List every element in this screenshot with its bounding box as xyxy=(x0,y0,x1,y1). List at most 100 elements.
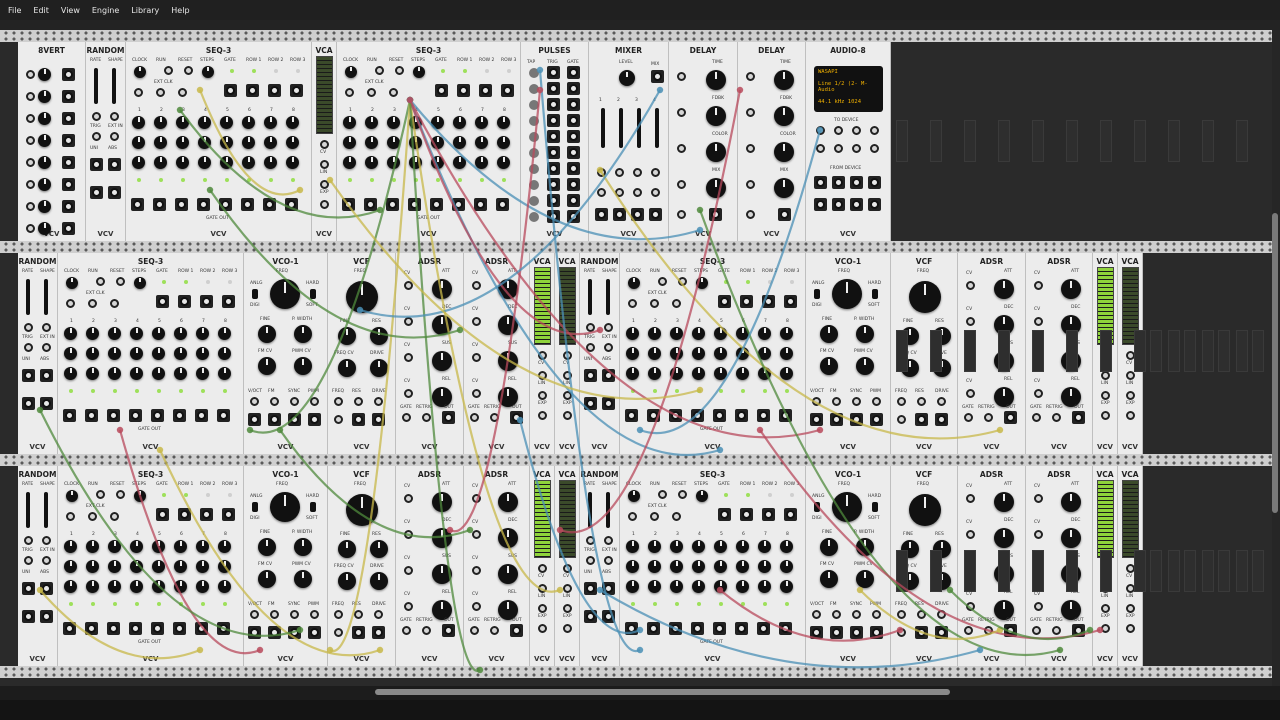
output-jack[interactable] xyxy=(547,162,560,175)
output-jack[interactable] xyxy=(868,198,881,211)
small-knob[interactable] xyxy=(692,560,705,573)
output-jack[interactable] xyxy=(408,198,421,211)
jack-port[interactable] xyxy=(1034,389,1043,398)
jack-port[interactable] xyxy=(472,530,481,539)
small-knob[interactable] xyxy=(648,347,661,360)
jack-port[interactable] xyxy=(816,126,825,135)
jack-port[interactable] xyxy=(597,168,606,177)
small-knob[interactable] xyxy=(220,156,233,169)
output-jack[interactable] xyxy=(510,624,523,637)
output-jack[interactable] xyxy=(200,295,213,308)
small-knob[interactable] xyxy=(994,492,1014,512)
small-knob[interactable] xyxy=(774,106,794,126)
jack-port[interactable] xyxy=(404,566,413,575)
knob[interactable] xyxy=(832,492,862,522)
small-knob[interactable] xyxy=(130,540,143,553)
small-knob[interactable] xyxy=(130,560,143,573)
shape-slider[interactable] xyxy=(44,492,48,528)
jack-port[interactable] xyxy=(964,626,973,635)
small-knob[interactable] xyxy=(86,540,99,553)
small-knob[interactable] xyxy=(648,367,661,380)
small-knob[interactable] xyxy=(64,580,77,593)
jack-port[interactable] xyxy=(633,188,642,197)
jack-port[interactable] xyxy=(658,490,667,499)
output-jack[interactable] xyxy=(584,610,597,623)
small-knob[interactable] xyxy=(714,327,727,340)
small-knob[interactable] xyxy=(338,359,356,377)
jack-port[interactable] xyxy=(404,530,413,539)
output-jack[interactable] xyxy=(625,622,638,635)
output-jack[interactable] xyxy=(173,622,186,635)
mode-switch[interactable] xyxy=(814,502,820,512)
jack-port[interactable] xyxy=(678,277,687,286)
output-jack[interactable] xyxy=(108,158,121,171)
output-jack[interactable] xyxy=(567,130,580,143)
jack-port[interactable] xyxy=(110,512,119,521)
output-jack[interactable] xyxy=(156,295,169,308)
output-jack[interactable] xyxy=(195,409,208,422)
small-knob[interactable] xyxy=(38,68,51,81)
small-knob[interactable] xyxy=(432,564,452,584)
jack-port[interactable] xyxy=(92,132,101,141)
small-knob[interactable] xyxy=(758,327,771,340)
small-knob[interactable] xyxy=(736,347,749,360)
menu-view[interactable]: View xyxy=(60,5,80,15)
jack-port[interactable] xyxy=(586,556,595,565)
jack-port[interactable] xyxy=(88,512,97,521)
small-knob[interactable] xyxy=(108,347,121,360)
jack-port[interactable] xyxy=(604,323,613,332)
small-knob[interactable] xyxy=(736,327,749,340)
output-jack[interactable] xyxy=(830,413,843,426)
jack-port[interactable] xyxy=(966,530,975,539)
small-knob[interactable] xyxy=(152,540,165,553)
jack-port[interactable] xyxy=(472,494,481,503)
output-jack[interactable] xyxy=(268,413,281,426)
jack-port[interactable] xyxy=(110,112,119,121)
small-knob[interactable] xyxy=(108,327,121,340)
jack-port[interactable] xyxy=(88,299,97,308)
output-jack[interactable] xyxy=(153,198,166,211)
jack-port[interactable] xyxy=(1034,281,1043,290)
jack-port[interactable] xyxy=(604,536,613,545)
small-knob[interactable] xyxy=(196,327,209,340)
small-knob[interactable] xyxy=(220,136,233,149)
output-jack[interactable] xyxy=(547,194,560,207)
output-jack[interactable] xyxy=(669,622,682,635)
output-jack[interactable] xyxy=(263,198,276,211)
small-knob[interactable] xyxy=(692,347,705,360)
sync-switch[interactable] xyxy=(310,502,316,512)
jack-port[interactable] xyxy=(1032,626,1041,635)
small-knob[interactable] xyxy=(152,560,165,573)
jack-port[interactable] xyxy=(395,66,404,75)
small-knob[interactable] xyxy=(108,580,121,593)
jack-port[interactable] xyxy=(677,180,686,189)
output-jack[interactable] xyxy=(595,208,608,221)
output-jack[interactable] xyxy=(85,622,98,635)
output-jack[interactable] xyxy=(62,200,75,213)
small-knob[interactable] xyxy=(343,116,356,129)
mode-switch[interactable] xyxy=(814,289,820,299)
output-jack[interactable] xyxy=(784,295,797,308)
small-knob[interactable] xyxy=(132,116,145,129)
small-knob[interactable] xyxy=(670,367,683,380)
output-jack[interactable] xyxy=(241,198,254,211)
output-jack[interactable] xyxy=(308,413,321,426)
shape-slider[interactable] xyxy=(606,492,610,528)
small-knob[interactable] xyxy=(497,156,510,169)
output-jack[interactable] xyxy=(90,186,103,199)
jack-port[interactable] xyxy=(966,602,975,611)
jack-port[interactable] xyxy=(746,144,755,153)
output-jack[interactable] xyxy=(547,210,560,223)
output-jack[interactable] xyxy=(62,156,75,169)
output-jack[interactable] xyxy=(156,508,169,521)
output-jack[interactable] xyxy=(718,295,731,308)
jack-port[interactable] xyxy=(538,351,547,360)
output-jack[interactable] xyxy=(713,622,726,635)
jack-port[interactable] xyxy=(615,168,624,177)
